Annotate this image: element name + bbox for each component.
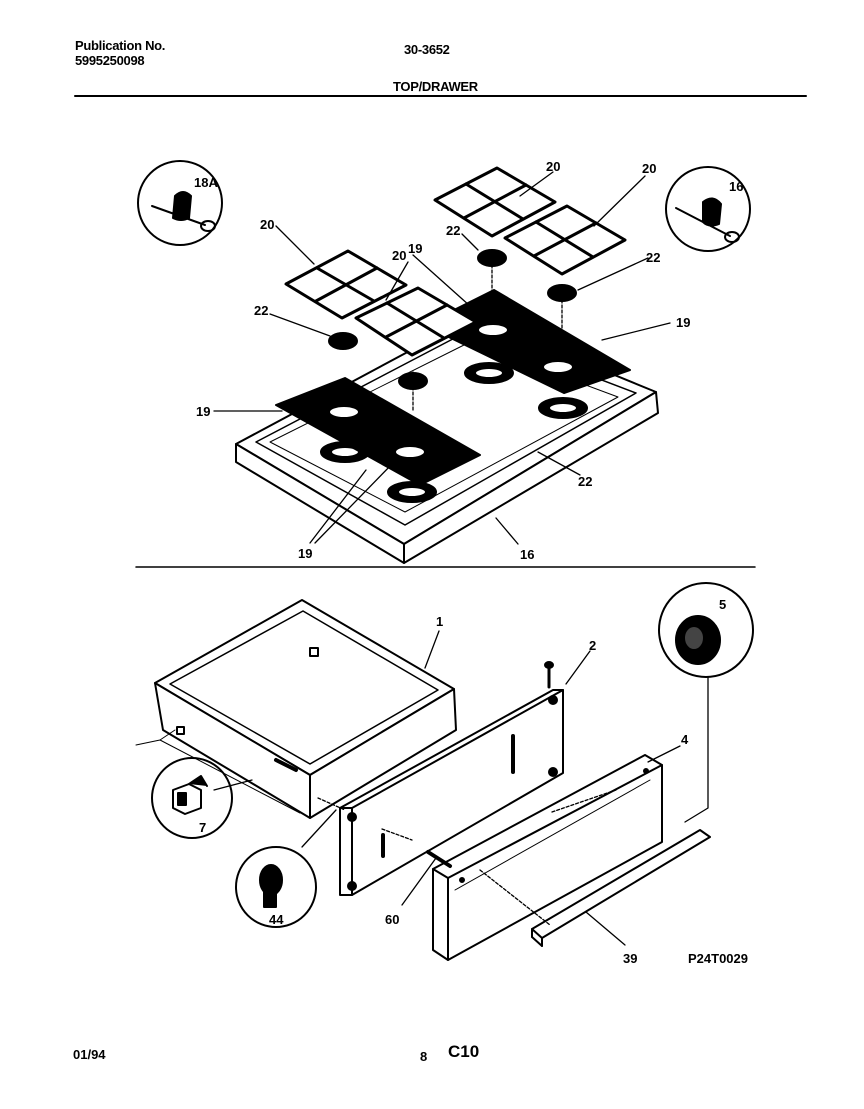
callout-2: 2 [589, 638, 596, 653]
callout-20-b: 20 [642, 161, 656, 176]
top-leader-lines [213, 171, 671, 545]
callout-19-d: 19 [298, 546, 312, 561]
part-circle-16 [665, 166, 751, 252]
callout-22-d: 22 [578, 474, 592, 489]
part-circle-18a [137, 160, 223, 246]
callout-5: 5 [719, 597, 726, 612]
callout-19-b: 19 [676, 315, 690, 330]
bottom-leader-lines [135, 630, 709, 946]
callout-7: 7 [199, 820, 206, 835]
callout-20-c: 20 [260, 217, 274, 232]
callout-44: 44 [269, 912, 284, 927]
callout-16-frame: 16 [520, 547, 534, 562]
part-circle-44 [235, 846, 317, 928]
burner-pans [275, 289, 631, 486]
callout-4: 4 [681, 732, 689, 747]
drawer-box [154, 599, 457, 819]
callout-20-d: 20 [392, 248, 406, 263]
callout-39: 39 [623, 951, 637, 966]
footer-page-number: 8 [420, 1049, 427, 1064]
callout-20-a: 20 [546, 159, 560, 174]
callout-22-c: 22 [254, 303, 268, 318]
burner-grates [284, 166, 627, 357]
callout-22-b: 22 [646, 250, 660, 265]
part-circle-5 [658, 582, 754, 678]
callout-16-circle: 16 [729, 179, 743, 194]
figure-code: P24T0029 [688, 951, 748, 966]
part-circle-7 [151, 757, 233, 839]
section-title: TOP/DRAWER [393, 79, 478, 94]
drawer-handle [531, 829, 711, 947]
publication-number: 5995250098 [75, 53, 145, 68]
drawer-panel [339, 661, 564, 896]
callout-labels: 18A 16 20 20 20 20 19 22 22 22 19 19 22 … [73, 159, 748, 1064]
callout-18a: 18A [194, 175, 218, 190]
publication-label: Publication No. [75, 38, 166, 53]
drawer-front [432, 754, 663, 961]
footer-page-code: C10 [448, 1042, 479, 1061]
model-number: 30-3652 [404, 42, 450, 57]
callout-60: 60 [385, 912, 399, 927]
callout-19-c: 19 [196, 404, 210, 419]
callout-1: 1 [436, 614, 443, 629]
footer-date: 01/94 [73, 1047, 106, 1062]
callout-19-a: 19 [408, 241, 422, 256]
callout-22-a: 22 [446, 223, 460, 238]
